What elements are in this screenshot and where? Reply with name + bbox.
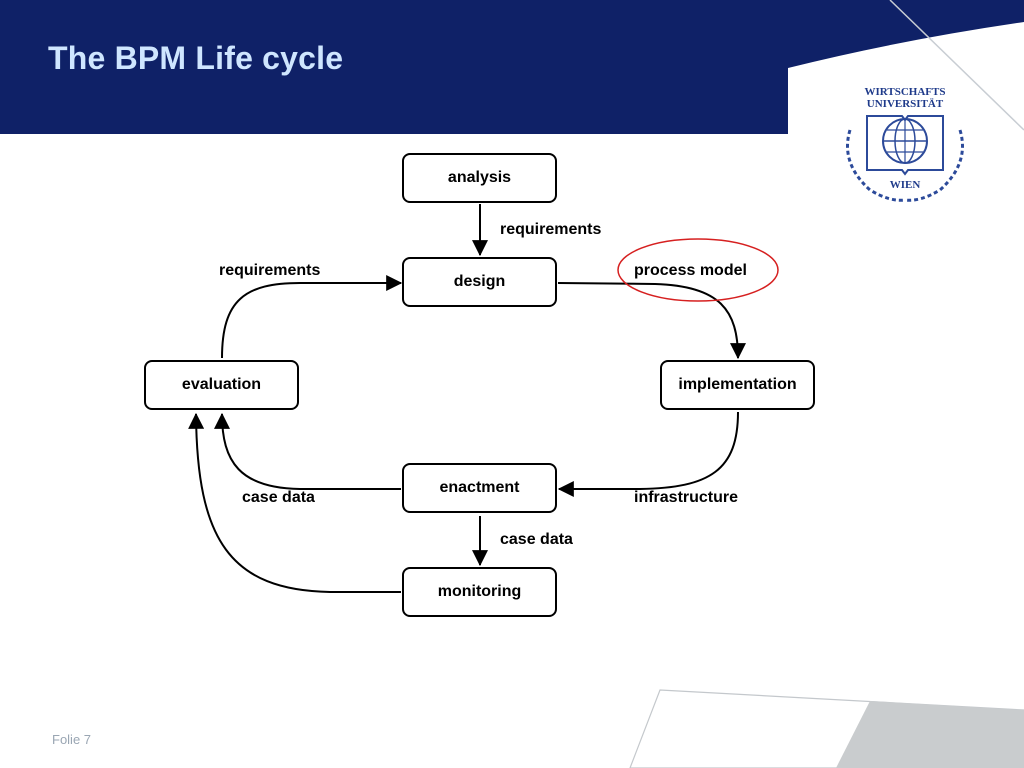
node-implementation: implementation [660,360,815,410]
edge-design-implementation [557,282,746,360]
label-case-data-monitoring: case data [500,531,573,548]
label-case-data-evaluation: case data [242,489,315,506]
edge-implementation-enactment [557,411,739,497]
logo-text-line2: UNIVERSITÄT [866,98,944,110]
slide-title: The BPM Life cycle [48,40,344,76]
university-logo: WIRTSCHAFTS UNIVERSITÄT WIEN [830,80,980,210]
logo-text-line3: WIEN [889,179,921,191]
label-requirements-evaluation: requirements [219,262,321,279]
node-analysis: analysis [402,153,557,203]
node-monitoring: monitoring [402,567,557,617]
slide-footer: Folie 7 [52,732,92,747]
logo-text-line1: WIRTSCHAFTS [864,86,946,98]
edge-monitoring-evaluation [188,412,401,593]
label-requirements-analysis: requirements [500,221,602,238]
globe-emblem-icon [846,115,964,202]
node-design: design [402,257,557,307]
node-enactment: enactment [402,463,557,513]
header-band [0,0,1024,134]
label-infrastructure: infrastructure [634,489,739,506]
highlight-ellipse [617,238,779,302]
edge-evaluation-design [221,275,403,359]
node-evaluation: evaluation [144,360,299,410]
edge-enactment-evaluation [214,412,401,490]
label-process-model: process model [634,262,747,279]
